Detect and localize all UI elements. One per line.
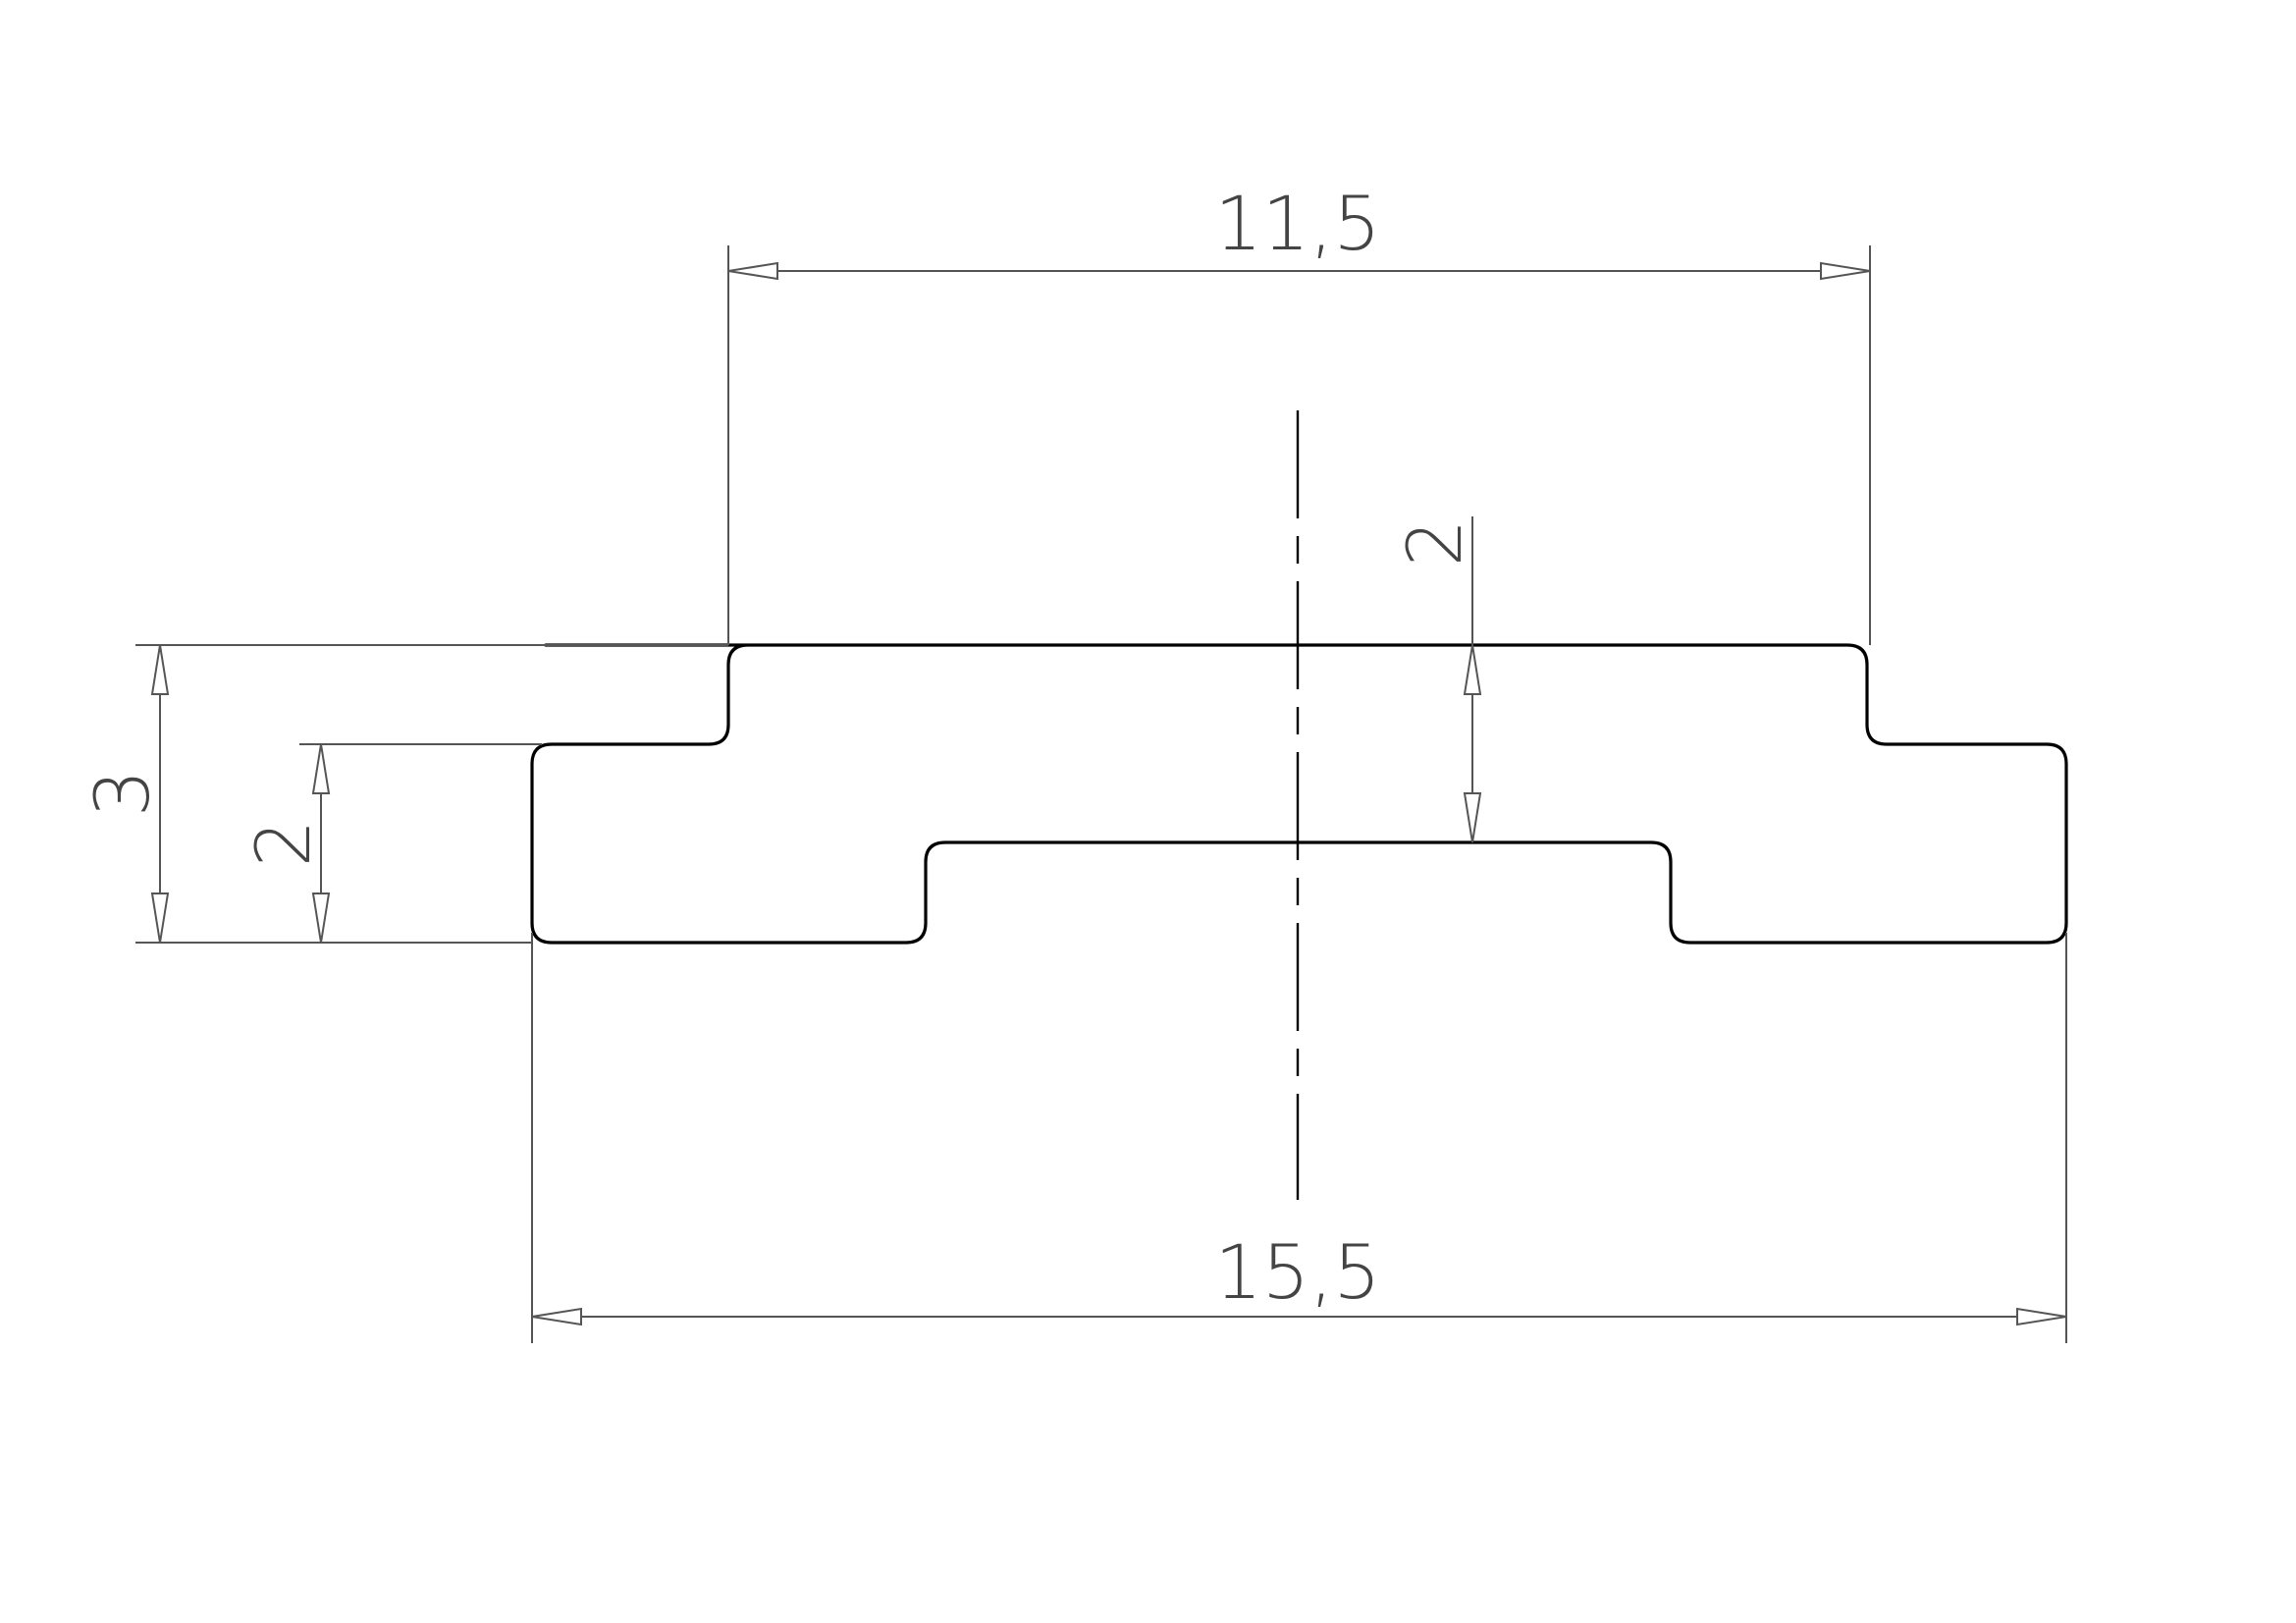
arrow-flange-top — [311, 743, 331, 794]
dimension-flange-height: 2 — [240, 743, 542, 944]
profile-outline — [530, 643, 2068, 945]
label-top-width: 11,5 — [1214, 180, 1380, 267]
label-total-height: 3 — [79, 770, 166, 817]
arrow-top-left — [727, 261, 778, 281]
dimension-bottom-width: 15,5 — [531, 933, 2067, 1343]
arrow-total-height-bottom — [150, 893, 170, 944]
arrow-groove-bottom — [1463, 792, 1482, 843]
dimension-total-height: 3 — [79, 644, 728, 944]
arrow-total-height-top — [150, 644, 170, 695]
arrow-bottom-left — [531, 1307, 582, 1326]
arrow-bottom-right — [2016, 1307, 2067, 1326]
arrow-groove-top — [1463, 644, 1482, 695]
arrow-flange-bottom — [311, 893, 331, 944]
dimension-top-width: 11,5 — [727, 180, 1871, 645]
label-groove-depth: 2 — [1391, 519, 1478, 567]
dimension-groove-depth: 2 — [1391, 516, 1482, 843]
arrow-top-right — [1820, 261, 1871, 281]
label-flange-height: 2 — [240, 820, 327, 867]
label-bottom-width: 15,5 — [1214, 1228, 1380, 1316]
